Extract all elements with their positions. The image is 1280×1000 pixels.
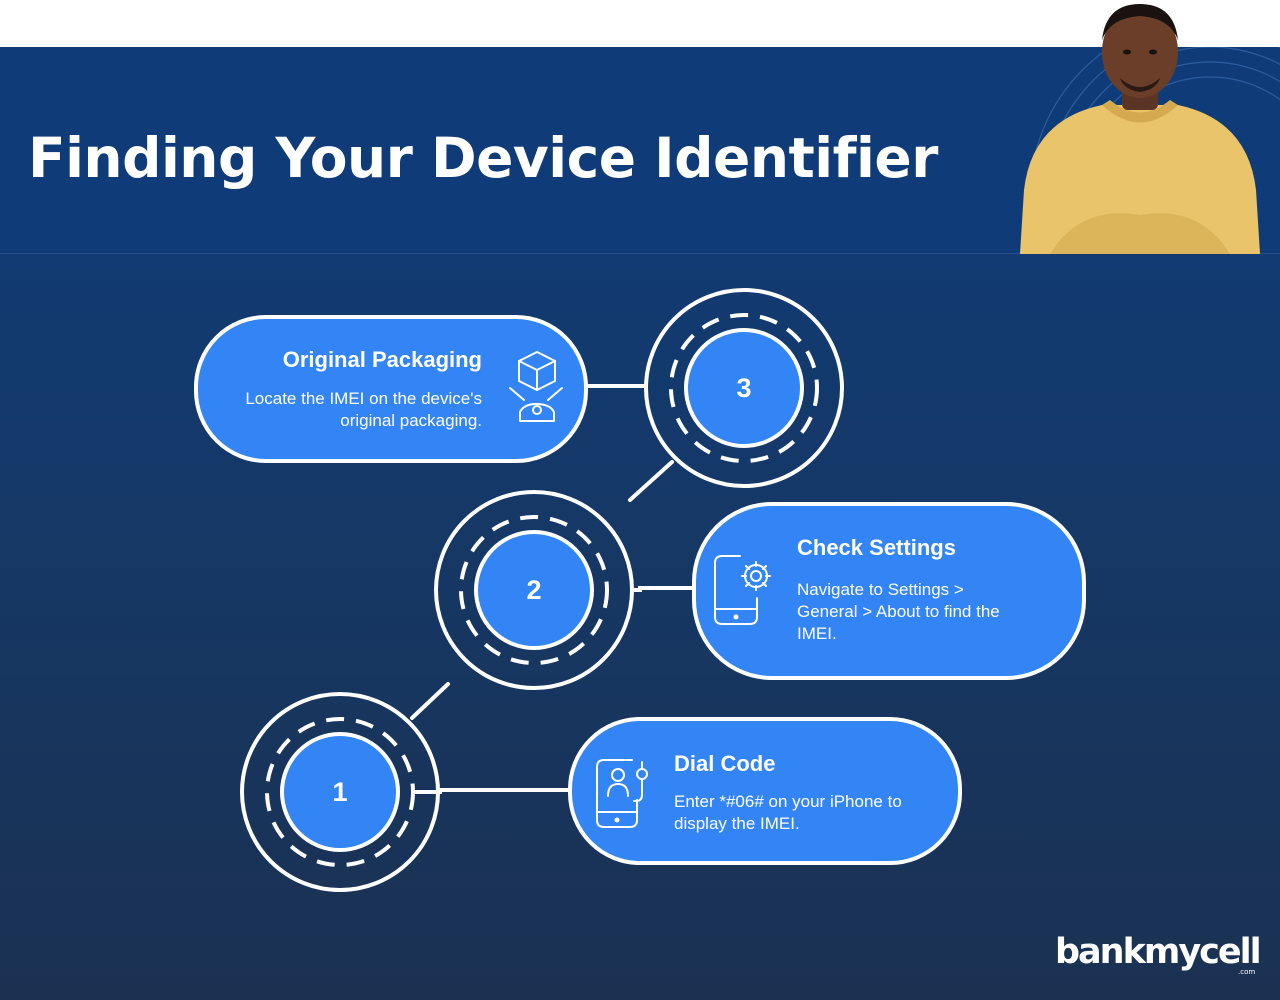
brand-logo: bankmycell	[1055, 932, 1262, 972]
person-sweater	[1020, 105, 1260, 254]
step1-description: Enter *#06# on your iPhone to display th…	[674, 792, 902, 833]
phone-dial-icon	[596, 759, 648, 828]
top-white-strip	[0, 0, 1280, 47]
step1-ring	[240, 692, 440, 892]
connector-step2-step3	[628, 460, 674, 502]
box-package-icon	[509, 351, 563, 422]
step3-number: 3	[736, 373, 752, 403]
step2-title: Check Settings	[797, 535, 956, 560]
person-photo	[1020, 4, 1260, 254]
step2-card	[692, 502, 1086, 680]
brand-logo-suffix: .com	[1238, 968, 1256, 976]
header-divider	[0, 253, 1280, 254]
connector-step1-step2	[410, 682, 450, 720]
step3-card	[194, 315, 588, 463]
step1-card	[568, 717, 962, 865]
step3-title: Original Packaging	[282, 347, 482, 372]
step2-ring	[434, 490, 634, 690]
step1-number: 1	[332, 777, 348, 807]
phone-settings-gear-icon	[714, 555, 771, 625]
connector-step2-card	[632, 586, 696, 592]
connector-step1-card	[413, 788, 572, 794]
step2-number: 2	[526, 575, 542, 605]
step1-title: Dial Code	[674, 751, 776, 776]
step3-description: Locate the IMEI on the device's original…	[245, 389, 482, 430]
step3-ring	[644, 288, 844, 488]
step2-description: Navigate to Settings > General > About t…	[797, 580, 1000, 643]
page-title: Finding Your Device Identifier	[28, 126, 938, 190]
